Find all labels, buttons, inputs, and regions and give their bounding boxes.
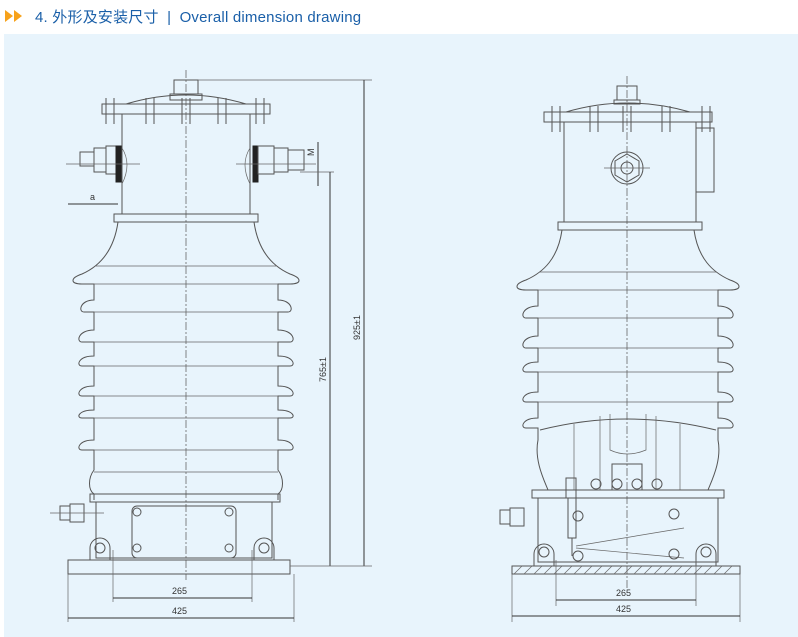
- dim-425-label-left: 425: [172, 606, 187, 616]
- right-base-hatch: [513, 565, 733, 575]
- right-lower-ring: [531, 489, 725, 499]
- right-top-terminal: [613, 85, 641, 105]
- right-lifting-lugs: [533, 543, 717, 566]
- section-header: 4. 外形及安装尺寸 | Overall dimension drawing: [0, 0, 798, 32]
- left-lifting-lugs: [89, 537, 275, 560]
- dim-765-label: 765±1: [318, 357, 328, 382]
- dim-425-label-right: 425: [616, 604, 631, 614]
- left-insulator-sheds: [72, 221, 300, 500]
- left-nameplate-holes: [132, 507, 234, 553]
- right-top-flange: [543, 111, 713, 123]
- right-upper-ring: [557, 221, 703, 231]
- left-flange-bolts: [105, 98, 265, 124]
- section-title-cn: 外形及安装尺寸: [52, 8, 159, 26]
- right-insulator-sheds: [516, 229, 740, 491]
- dim-265-label-left: 265: [172, 586, 187, 596]
- right-core-arc: [539, 418, 717, 431]
- left-shed-lines: [94, 265, 278, 495]
- right-core-lines: [573, 414, 681, 490]
- left-upper-ring: [113, 213, 259, 223]
- left-base-plate: [67, 559, 291, 575]
- section-title-en: Overall dimension drawing: [179, 8, 362, 26]
- left-dome: [125, 94, 247, 105]
- left-ground-terminal: [50, 503, 104, 523]
- right-fuse: [565, 477, 577, 556]
- dim-925-label: 925±1: [352, 315, 362, 340]
- right-spring: [575, 527, 685, 559]
- right-flange-bolts: [551, 106, 711, 132]
- right-side-box: [695, 127, 715, 193]
- right-base-holes: [572, 508, 680, 562]
- dim-a-label: a: [90, 192, 95, 202]
- right-shed-lines: [538, 271, 718, 403]
- right-base-box: [537, 497, 719, 563]
- right-terminal-bolts: [590, 478, 663, 490]
- right-view: 265 425: [499, 76, 741, 622]
- left-secondary-terminal-right: [236, 145, 316, 185]
- left-secondary-terminal-left: [66, 145, 140, 185]
- section-number: 4.: [35, 8, 48, 26]
- dim-m-label: M: [306, 149, 316, 157]
- left-top-terminal: [169, 79, 203, 101]
- left-base-box: [95, 501, 273, 559]
- left-lower-ring: [89, 493, 281, 503]
- section-title: 4. 外形及安装尺寸 | Overall dimension drawing: [35, 6, 361, 27]
- left-view: a M 925±1 765±1 265 425: [50, 70, 372, 622]
- right-base-plate: [511, 565, 741, 575]
- dim-265-label-right: 265: [616, 588, 631, 598]
- double-arrow-icon: [5, 10, 23, 22]
- right-ground-terminal: [499, 507, 525, 527]
- left-nameplate: [131, 505, 237, 559]
- right-dome: [565, 102, 691, 113]
- right-head-box: [563, 121, 697, 223]
- drawing-panel: [4, 34, 798, 637]
- title-separator: |: [167, 8, 172, 26]
